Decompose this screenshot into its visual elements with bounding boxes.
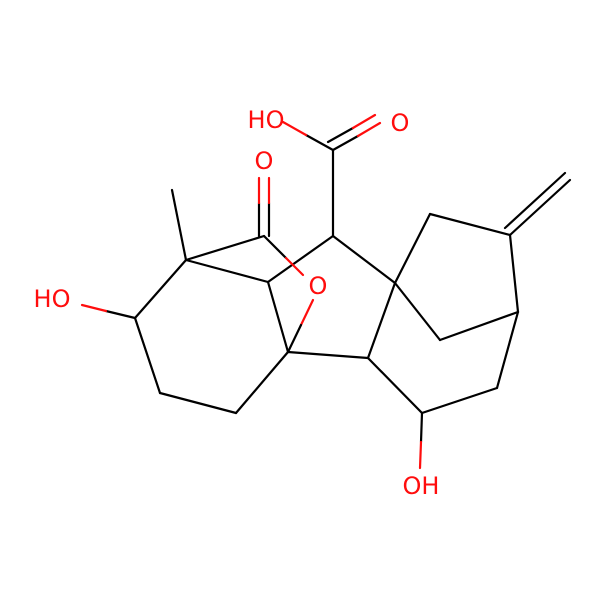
- bond: [393, 212, 432, 285]
- bond: [304, 133, 335, 152]
- carbonyl-acid-label: O: [391, 109, 410, 137]
- bond: [234, 350, 290, 415]
- bond: [419, 411, 424, 444]
- lactone-carbonyl-label: O: [255, 147, 274, 175]
- hydroxyl-bottom-label: OH: [403, 472, 440, 500]
- bond: [80, 303, 108, 313]
- bond: [393, 281, 442, 342]
- hydroxyl-left-label: HO: [34, 285, 71, 313]
- bond: [428, 212, 512, 237]
- bond: [266, 234, 335, 284]
- double-bond: [508, 178, 572, 237]
- bond: [418, 440, 423, 470]
- bond: [284, 256, 305, 277]
- bond: [438, 310, 520, 342]
- bond: [420, 386, 499, 415]
- bond: [286, 350, 370, 360]
- bond: [262, 234, 288, 260]
- bond: [133, 258, 188, 320]
- bond: [158, 391, 238, 415]
- hydroxyl-acid-label: HO: [248, 106, 285, 134]
- bond: [366, 281, 397, 360]
- atom-labels: HO O O O HO OH: [34, 106, 440, 500]
- bond: [170, 188, 188, 262]
- double-bond: [326, 126, 355, 144]
- bond: [184, 234, 266, 262]
- bond: [508, 233, 520, 314]
- bond: [281, 120, 308, 137]
- bond: [366, 356, 424, 415]
- bond: [299, 298, 315, 327]
- bond: [331, 234, 397, 285]
- bond: [184, 258, 270, 284]
- double-bond: [331, 134, 360, 152]
- bond: [266, 280, 290, 354]
- double-bond: [356, 121, 382, 138]
- lactone-ring-oxygen-label: O: [309, 272, 328, 300]
- bond: [495, 310, 520, 390]
- bond: [286, 323, 303, 354]
- bond: [133, 316, 162, 395]
- double-bond: [503, 171, 567, 230]
- bond: [104, 309, 137, 320]
- double-bond: [351, 113, 377, 130]
- bonds: [80, 113, 572, 470]
